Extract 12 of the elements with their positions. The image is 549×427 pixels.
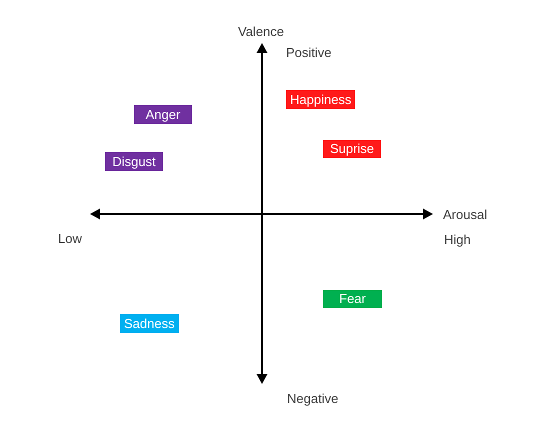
axis-title: Arousal — [443, 207, 488, 222]
axis-title: Valence — [238, 24, 284, 39]
axis-end-label: Negative — [287, 391, 338, 406]
emotion-tag: Happiness — [286, 90, 356, 109]
axis-end-label: Low — [58, 231, 82, 246]
axis-end-label: High — [444, 232, 471, 247]
emotion-tag: Disgust — [105, 152, 163, 171]
emotion-tag: Suprise — [323, 140, 381, 158]
axis-end-label: Positive — [286, 45, 332, 60]
emotion-tag: Sadness — [120, 314, 179, 333]
emotion-tag: Anger — [134, 105, 192, 124]
emotion-tag: Fear — [323, 290, 382, 308]
